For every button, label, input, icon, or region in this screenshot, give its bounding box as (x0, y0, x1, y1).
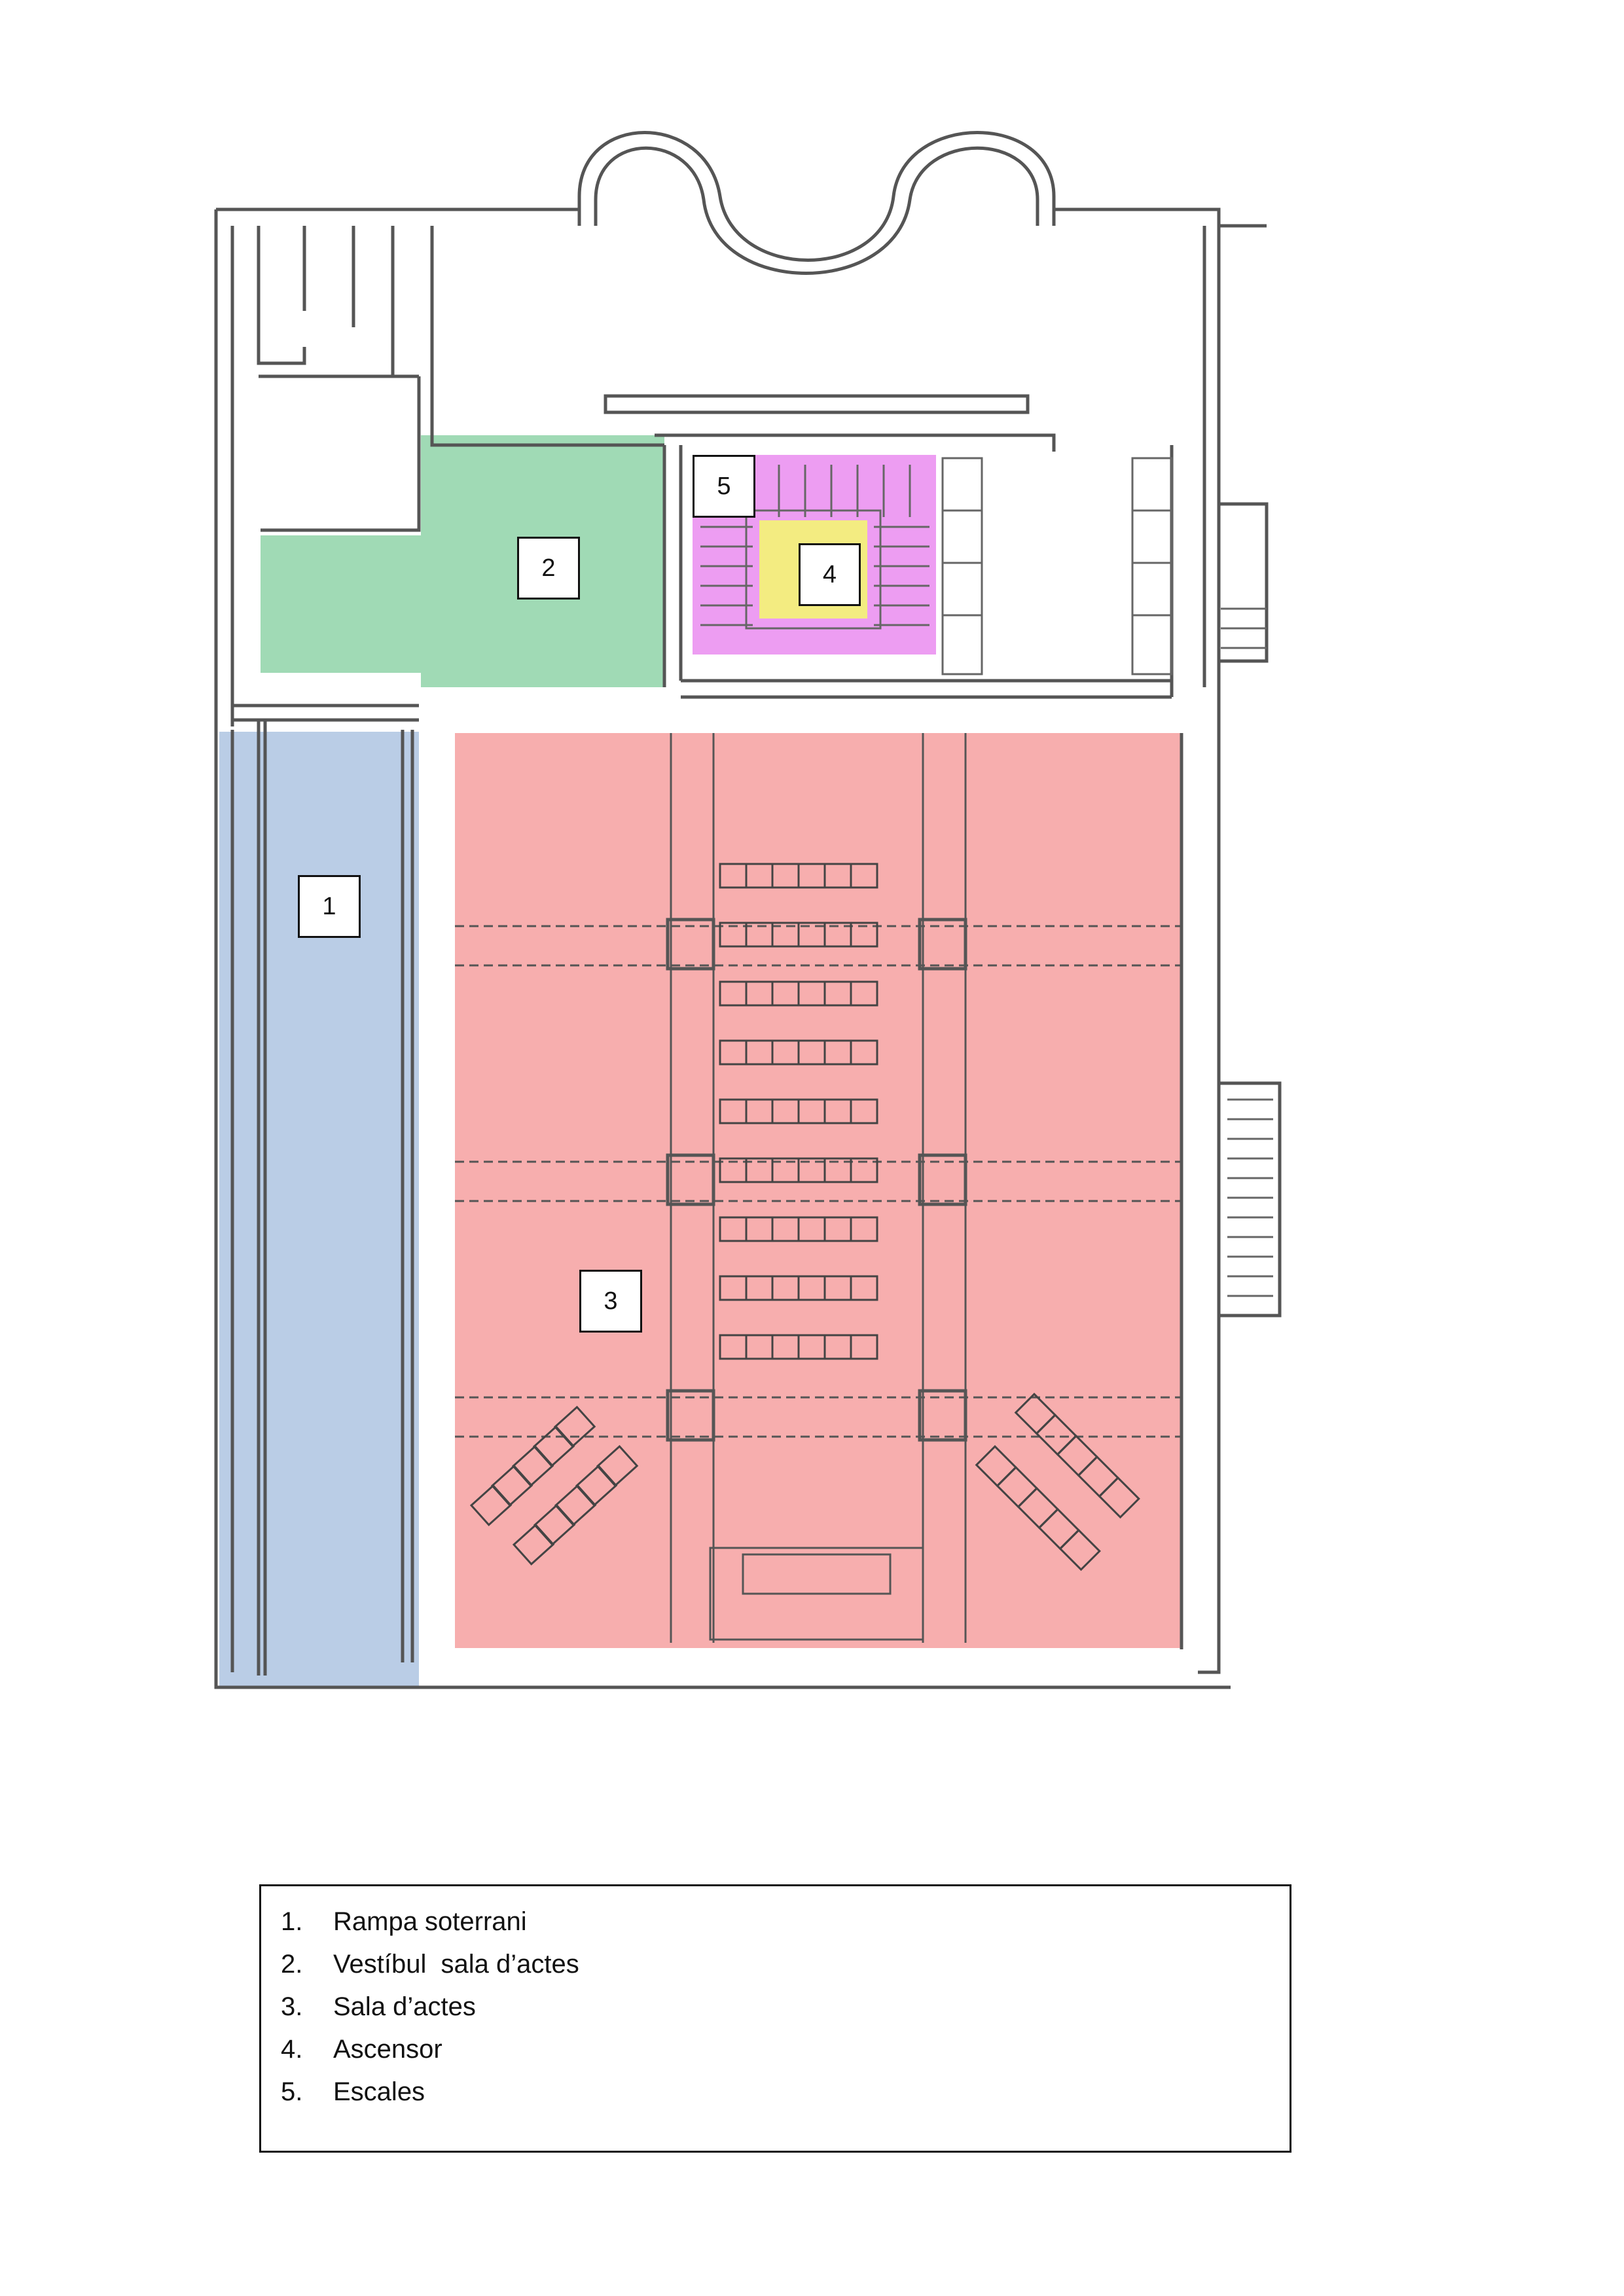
seat (850, 1216, 878, 1242)
zone-label-4: 4 (799, 543, 861, 606)
seat (850, 1039, 878, 1066)
legend-text: Escales (333, 2077, 425, 2106)
legend-number: 2. (281, 1950, 303, 1979)
seat (850, 922, 878, 948)
legend-item: 1. Rampa soterrani (281, 1901, 1290, 1943)
hall-structure (455, 733, 1182, 1643)
legend-number: 5. (281, 2077, 303, 2106)
legend-item: 5. Escales (281, 2071, 1290, 2113)
legend-box: 1. Rampa soterrani 2. Vestíbul sala d’acte… (259, 1884, 1291, 2153)
legend-number: 3. (281, 1992, 303, 2021)
legend-item: 3. Sala d’actes (281, 1986, 1290, 2028)
legend-item: 2. Vestíbul sala d’actes (281, 1943, 1290, 1986)
legend-number: 4. (281, 2035, 303, 2064)
zone-label-5: 5 (693, 455, 755, 518)
zone-label-1: 1 (298, 875, 361, 938)
zone-label-3: 3 (579, 1270, 642, 1333)
seat (850, 1275, 878, 1301)
seat (596, 1444, 639, 1487)
zone-label-2: 2 (517, 537, 580, 600)
seat (850, 980, 878, 1007)
seat (850, 1334, 878, 1360)
legend-text: Rampa soterrani (333, 1907, 527, 1936)
legend-text: Ascensor (333, 2035, 442, 2064)
seat (1098, 1476, 1140, 1519)
legend-text: Sala d’actes (333, 1992, 476, 2021)
seat (1058, 1528, 1101, 1571)
seat-rows (469, 863, 1140, 1571)
zone-fill-hall (455, 733, 1183, 1648)
seat (850, 1098, 878, 1124)
seat (850, 1157, 878, 1183)
legend-number: 1. (281, 1907, 303, 1936)
legend-text: Vestíbul sala d’actes (333, 1950, 579, 1979)
seat (850, 863, 878, 889)
legend-item: 4. Ascensor (281, 2028, 1290, 2071)
zone-fill-lobby-a (261, 535, 421, 673)
walls (214, 131, 1282, 1689)
seat (553, 1405, 596, 1448)
